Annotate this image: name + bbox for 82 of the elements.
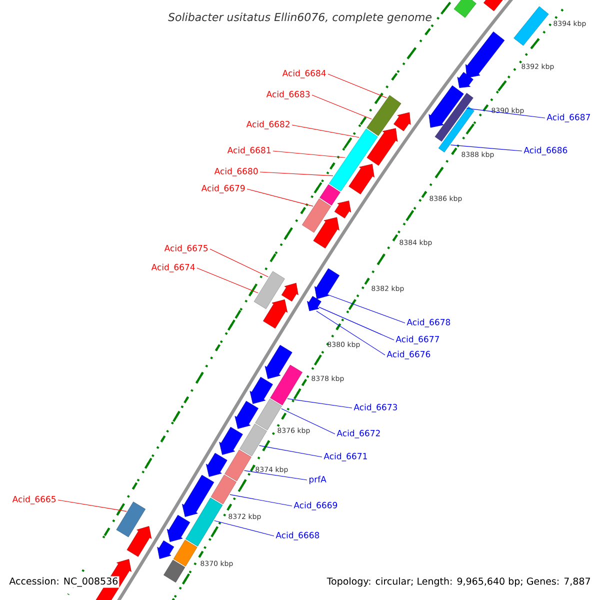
- leader-line: [58, 500, 127, 512]
- gene-label: Acid_6675: [164, 244, 208, 254]
- map-title: Solibacter usitatus Ellin6076, complete genome: [168, 12, 432, 24]
- gene-label: Acid_6672: [336, 430, 380, 438]
- gene-label: Acid_6668: [276, 532, 320, 540]
- gene-label: Acid_6682: [246, 120, 290, 130]
- gene-block: [514, 6, 549, 46]
- gene-block: [186, 498, 223, 546]
- gene-block: [366, 95, 402, 136]
- gene-feature: [206, 452, 228, 477]
- gene-label: Acid_6681: [227, 146, 271, 156]
- gene-feature: [457, 72, 474, 88]
- leader-line: [450, 144, 522, 152]
- leader-line: [312, 94, 372, 120]
- gene-feature: [166, 514, 190, 542]
- gene-feature: [234, 400, 258, 429]
- gene-label: Acid_6676: [386, 350, 430, 360]
- accession-label: Accession: NC_008536: [8, 576, 120, 588]
- leader-line: [287, 398, 352, 408]
- gene-label: Acid_6683: [266, 90, 310, 100]
- gene-block: [164, 560, 186, 583]
- gene-feature: [334, 200, 352, 218]
- leader-line: [258, 445, 322, 458]
- genome-info: Topology: circular; Length: 9,965,640 bp; Genes: 7,887: [326, 577, 590, 587]
- gene-label: Acid_6673: [354, 404, 397, 412]
- gene-block: [454, 0, 476, 18]
- leader-line: [316, 310, 386, 356]
- gene-feature: [307, 296, 322, 312]
- gene-block: [224, 450, 252, 482]
- leader-line: [466, 108, 546, 118]
- gene-label: Acid_6687: [546, 114, 590, 122]
- gene-label: Acid_6674: [151, 264, 195, 272]
- gene-block: [254, 271, 285, 310]
- gene-label: Acid_6679: [201, 184, 245, 194]
- gene-block: [116, 502, 146, 538]
- gene-block: [270, 364, 302, 406]
- gene-block: [434, 92, 474, 142]
- gene-block: [240, 424, 267, 456]
- gene-block: [210, 474, 236, 504]
- gene-block: [302, 198, 332, 233]
- gene-feature: [348, 164, 374, 194]
- gene-block: [320, 184, 340, 206]
- gene-block: [328, 128, 378, 192]
- leader-line: [328, 74, 387, 98]
- gene-feature: [157, 540, 174, 559]
- gene-feature: [182, 474, 214, 517]
- leader-line: [230, 494, 292, 506]
- gene-feature: [466, 32, 505, 78]
- leader-line: [210, 248, 268, 278]
- gene-label: prfA: [309, 476, 326, 484]
- leader-line: [214, 520, 274, 536]
- gene-feature: [314, 268, 340, 300]
- gene-feature: [394, 112, 411, 132]
- gene-feature: [281, 282, 298, 302]
- leader-line: [246, 188, 314, 206]
- gene-feature: [250, 376, 273, 404]
- leader-line: [196, 268, 258, 294]
- leader-line: [292, 124, 360, 138]
- leader-line: [281, 408, 336, 434]
- gene-label: Acid_6671: [324, 452, 367, 462]
- gene-feature: [263, 299, 288, 329]
- gene-label: Acid_6680: [214, 168, 258, 176]
- gene-label: Acid_6665: [12, 496, 56, 504]
- gene-feature: [126, 526, 152, 557]
- leader-line: [272, 150, 346, 158]
- gene-label: Acid_6686: [524, 146, 568, 156]
- gene-feature: [366, 128, 398, 166]
- gene-block: [173, 540, 198, 566]
- gene-feature: [484, 0, 506, 12]
- gene-feature: [313, 217, 340, 248]
- gene-label: Acid_6684: [282, 70, 326, 78]
- gene-block: [438, 106, 474, 152]
- gene-label: Acid_6678: [406, 318, 450, 328]
- leader-line: [260, 172, 334, 176]
- gene-feature: [428, 85, 464, 128]
- gene-label: Acid_6677: [396, 336, 439, 344]
- gene-feature: [219, 426, 243, 455]
- gene-label: Acid_6669: [294, 502, 338, 510]
- leader-line: [318, 306, 394, 340]
- leader-line: [328, 294, 406, 324]
- leader-line: [244, 470, 308, 480]
- gene-feature: [264, 344, 292, 379]
